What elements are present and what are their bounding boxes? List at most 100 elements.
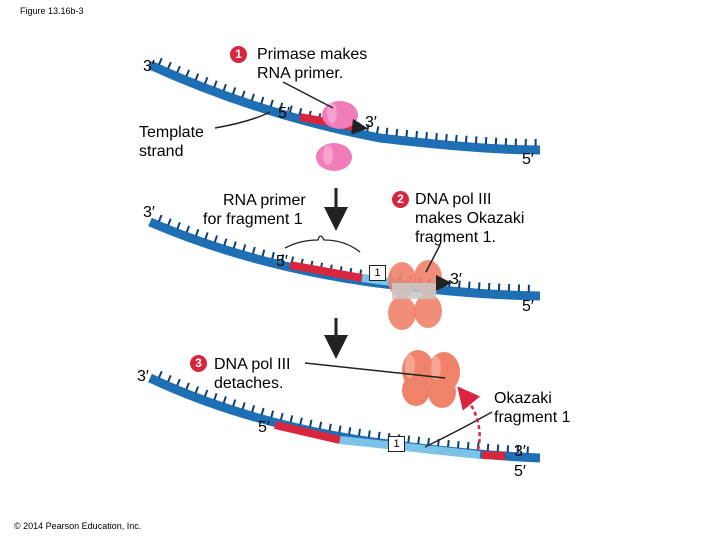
base-tick [234, 242, 236, 249]
base-tick [290, 106, 292, 113]
base-tick [310, 420, 311, 427]
dna-pol-enzyme-2 [388, 260, 442, 330]
panel-3 [150, 350, 540, 458]
template-pointer [215, 112, 270, 128]
base-tick [488, 444, 489, 451]
base-tick [458, 441, 459, 448]
base-tick [243, 244, 245, 251]
template-strand-label-line-1: Template [139, 123, 204, 142]
base-tick [214, 81, 216, 88]
base-tick [196, 229, 198, 236]
base-tick [187, 226, 189, 233]
base-tick [469, 282, 470, 289]
next-rna-primer [482, 455, 505, 456]
base-tick [177, 66, 180, 72]
base-tick [456, 135, 457, 142]
three-prime-primer-1: 3′ [365, 113, 377, 132]
base-tick [339, 426, 340, 433]
base-tick [243, 403, 245, 410]
five-prime-primer-2: 5′ [276, 252, 288, 271]
step-2-text-line-2: makes Okazaki [415, 209, 524, 228]
base-tick [262, 408, 264, 415]
base-tick [272, 252, 274, 259]
base-tick [263, 250, 265, 257]
base-tick [359, 429, 360, 436]
step-2-text-line-1: DNA pol III [415, 190, 491, 209]
base-tick [396, 129, 397, 136]
base-tick [408, 436, 409, 443]
base-tick [448, 440, 449, 447]
base-tick [377, 126, 378, 133]
base-tick [186, 383, 189, 390]
base-tick [205, 77, 208, 84]
three-prime-end-1: 3′ [143, 57, 155, 76]
base-tick [253, 247, 255, 254]
panel-1 [150, 58, 540, 171]
base-tick [300, 418, 302, 425]
base-tick [224, 84, 226, 91]
base-tick [426, 132, 427, 139]
step-2-text-line-3: fragment 1. [415, 228, 496, 247]
primer-direction-arrow-1 [355, 127, 364, 128]
copyright-notice: © 2014 Pearson Education, Inc. [14, 521, 141, 532]
base-tick [214, 393, 216, 400]
base-tick [205, 232, 207, 239]
step-1-text-line-2: RNA primer. [257, 64, 343, 83]
base-tick [177, 222, 180, 229]
base-tick [224, 239, 226, 246]
base-tick [233, 400, 235, 407]
base-tick [168, 62, 171, 68]
base-tick [428, 438, 429, 445]
primase-pointer [283, 82, 333, 108]
fragment-number-box-2: 1 [369, 265, 386, 281]
base-tick [418, 437, 419, 444]
figure-label: Figure 13.16b-3 [20, 6, 84, 17]
step-1-text-line-1: Primase makes [257, 45, 367, 64]
step-1-badge: 1 [230, 46, 247, 63]
base-tick [416, 131, 417, 138]
base-tick [233, 88, 235, 95]
base-tick [436, 133, 437, 140]
detach-arrow [462, 392, 480, 450]
base-tick [379, 432, 380, 439]
base-tick [349, 427, 350, 434]
base-tick [168, 219, 171, 225]
base-tick [369, 430, 370, 437]
base-tick [406, 130, 407, 137]
base-tick [446, 134, 447, 141]
base-tick [224, 396, 226, 403]
base-tick [196, 387, 199, 394]
base-tick [252, 94, 254, 101]
five-prime-primer-3: 5′ [258, 418, 270, 437]
base-tick [186, 70, 189, 76]
step-3-text-line-2: detaches. [214, 374, 283, 393]
base-tick [468, 442, 469, 449]
base-tick [242, 91, 244, 98]
base-tick [271, 100, 273, 107]
rna-primer-label-line-1: RNA primer [223, 191, 306, 210]
base-tick [387, 128, 388, 135]
step-3-text-line-1: DNA pol III [214, 355, 290, 374]
base-tick [498, 445, 499, 452]
five-prime-primer-1: 5′ [278, 104, 290, 123]
base-tick [159, 215, 162, 221]
three-prime-end-2: 3′ [143, 203, 155, 222]
primer-brace [285, 236, 360, 252]
base-tick [159, 371, 162, 377]
base-tick [168, 375, 171, 381]
base-tick [196, 74, 199, 81]
five-prime-end-1: 5′ [522, 150, 534, 169]
okazaki-label-line-1: Okazaki [494, 389, 552, 408]
base-tick [215, 236, 217, 243]
base-tick [261, 97, 263, 104]
base-tick [159, 58, 162, 64]
template-strand-label-line-2: strand [139, 142, 183, 161]
base-tick [320, 422, 321, 429]
step-3-badge: 3 [190, 355, 207, 372]
base-tick [291, 415, 293, 422]
five-prime-end-3: 5′ [514, 462, 526, 481]
dna-pol-enzyme-detached [402, 350, 460, 408]
rna-primer-label-line-2: for fragment 1 [203, 210, 303, 229]
